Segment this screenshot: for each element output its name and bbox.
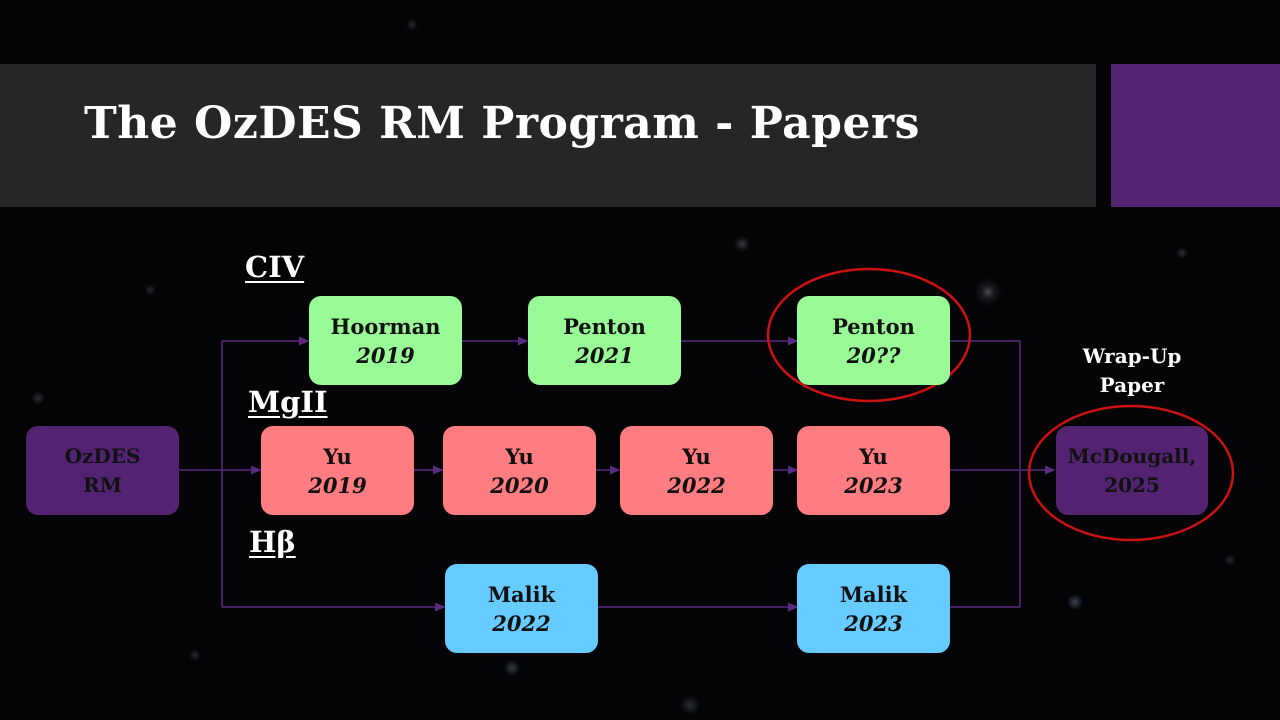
paper-author: Penton [563,313,646,339]
paper-box-penton-future: Penton 20?? [797,296,950,385]
highlight-circle-wrapup [1027,404,1235,542]
accent-block [1111,64,1280,207]
wrapup-line1: McDougall, [1067,443,1197,468]
paper-year: 2019 [356,342,415,368]
paper-box-hoorman-2019: Hoorman 2019 [309,296,462,385]
paper-year: 2021 [575,342,634,368]
paper-box-yu-2023: Yu 2023 [797,426,950,515]
wrapup-label: Wrap-Up Paper [1056,342,1208,400]
slide-title: The OzDES RM Program - Papers [84,98,920,149]
paper-author: Yu [505,443,534,469]
paper-year: 2023 [844,472,903,498]
paper-box-penton-2021: Penton 2021 [528,296,681,385]
paper-year: 2020 [490,472,549,498]
paper-author: Penton [832,313,915,339]
paper-author: Malik [839,581,908,607]
wrapup-line2: 2025 [1104,472,1160,497]
wrapup-label-line2: Paper [1099,373,1165,397]
highlight-circle-penton [766,267,972,403]
paper-author: Hoorman [330,313,441,339]
paper-box-malik-2022: Malik 2022 [445,564,598,653]
section-label-civ: CIV [245,250,305,284]
paper-year: 2019 [308,472,367,498]
source-box-ozdes-rm: OzDES RM [26,426,179,515]
title-bar [0,64,1096,207]
paper-year: 2022 [667,472,726,498]
paper-author: Yu [859,443,888,469]
section-label-mgii: MgII [248,385,328,419]
paper-year: 2022 [492,610,551,636]
paper-box-yu-2022: Yu 2022 [620,426,773,515]
paper-author: Malik [487,581,556,607]
section-label-hbeta: Hβ [249,525,296,559]
paper-box-yu-2020: Yu 2020 [443,426,596,515]
paper-box-yu-2019: Yu 2019 [261,426,414,515]
source-line2: RM [83,472,122,497]
wrapup-box-mcdougall-2025: McDougall, 2025 [1056,426,1208,515]
source-line1: OzDES [64,443,141,468]
paper-author: Yu [323,443,352,469]
paper-box-malik-2023: Malik 2023 [797,564,950,653]
paper-year: 20?? [846,342,901,368]
wrapup-label-line1: Wrap-Up [1082,344,1182,368]
paper-author: Yu [682,443,711,469]
paper-year: 2023 [844,610,903,636]
